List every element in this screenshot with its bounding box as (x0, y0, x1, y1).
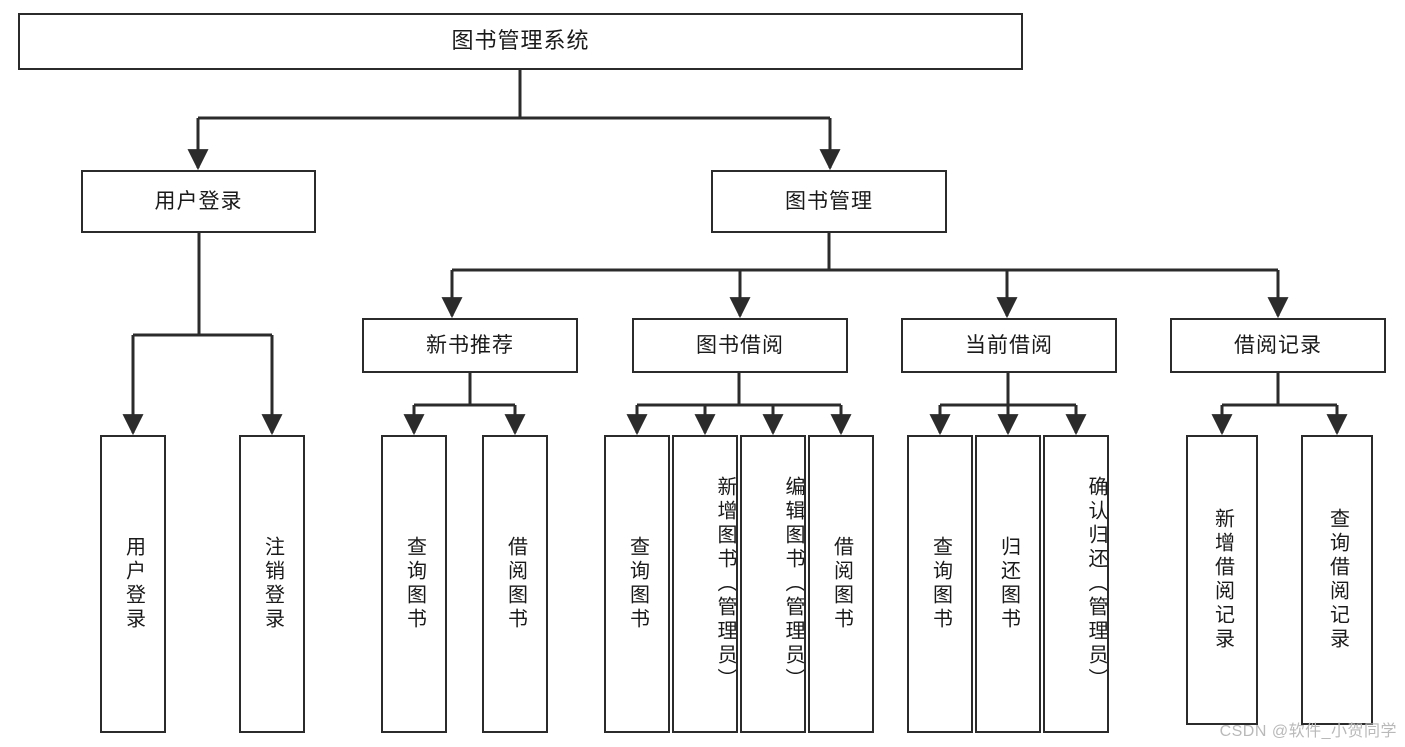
leaf-records-add-record[interactable]: 新增借阅记录 (1186, 435, 1258, 725)
leaf-current-return-book[interactable]: 归还图书 (975, 435, 1041, 733)
leaf-borrow-edit-book-admin[interactable]: 编辑图书（管理员） (740, 435, 806, 733)
node-borrow-records[interactable]: 借阅记录 (1170, 318, 1386, 373)
leaf-borrow-lend-book[interactable]: 借阅图书 (808, 435, 874, 733)
leaf-borrow-add-book-admin[interactable]: 新增图书（管理员） (672, 435, 738, 733)
node-new-book-recommend[interactable]: 新书推荐 (362, 318, 578, 373)
leaf-newbook-borrow-book[interactable]: 借阅图书 (482, 435, 548, 733)
node-root-system[interactable]: 图书管理系统 (18, 13, 1023, 70)
leaf-newbook-query-book[interactable]: 查询图书 (381, 435, 447, 733)
leaf-user-logout[interactable]: 注销登录 (239, 435, 305, 733)
leaf-borrow-query-book[interactable]: 查询图书 (604, 435, 670, 733)
node-user-login[interactable]: 用户登录 (81, 170, 316, 233)
leaf-current-query-book[interactable]: 查询图书 (907, 435, 973, 733)
node-current-borrow[interactable]: 当前借阅 (901, 318, 1117, 373)
watermark-label: CSDN @软件_小贺同学 (1219, 723, 1397, 740)
leaf-current-confirm-return-admin[interactable]: 确认归还（管理员） (1043, 435, 1109, 733)
leaf-records-query-record[interactable]: 查询借阅记录 (1301, 435, 1373, 725)
node-book-borrow[interactable]: 图书借阅 (632, 318, 848, 373)
leaf-user-login[interactable]: 用户登录 (100, 435, 166, 733)
node-book-management[interactable]: 图书管理 (711, 170, 947, 233)
